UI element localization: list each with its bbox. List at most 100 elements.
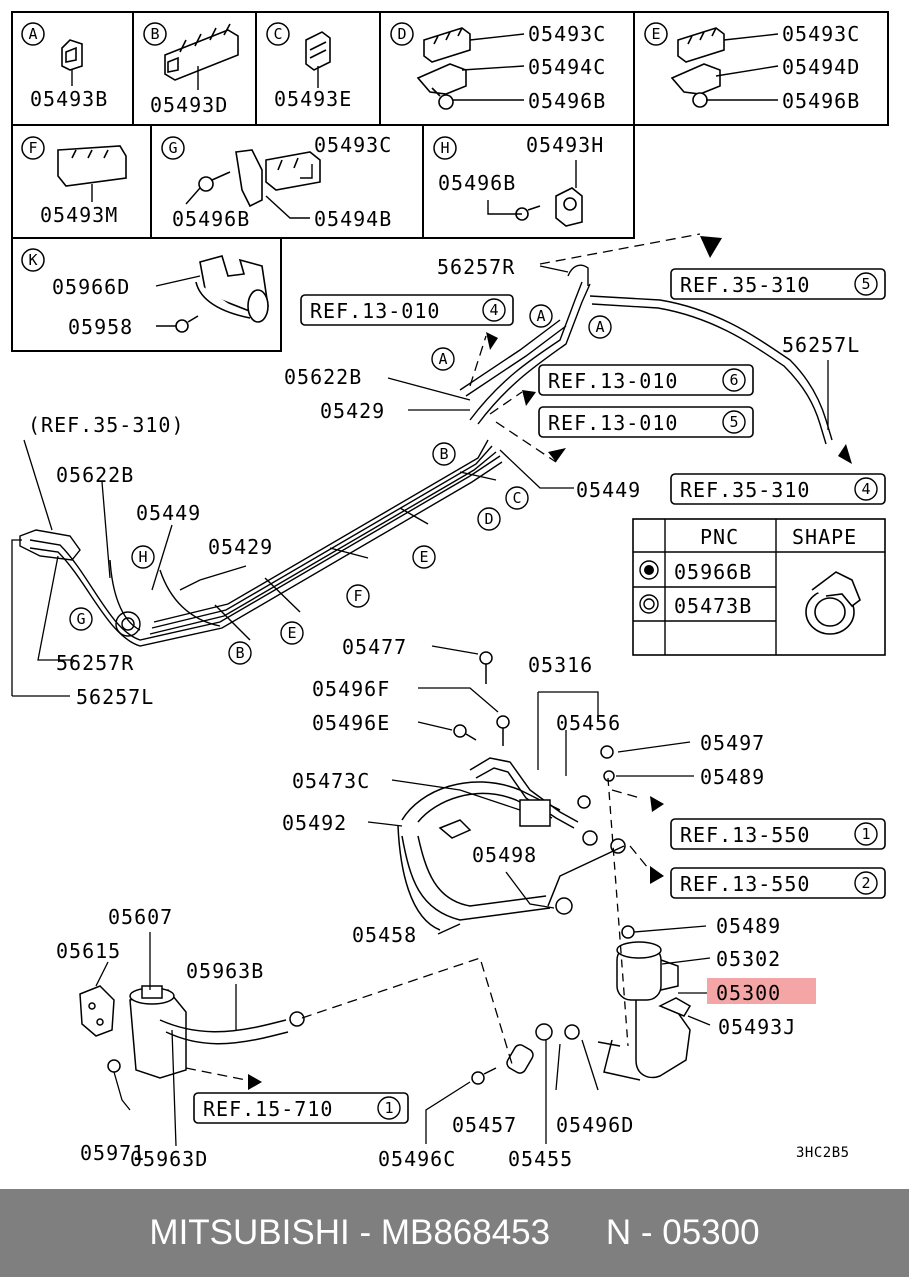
callout-d-part-2: 05494C [528, 55, 606, 79]
ref-13-010-4: REF.13-010 4 [300, 294, 514, 326]
callout-letters: A B C D E F G H K [21, 22, 668, 272]
label-05496C: 05496C [378, 1147, 456, 1171]
svg-text:D: D [484, 510, 493, 528]
ref-13-550-2: REF.13-550 2 [670, 867, 886, 899]
label-05492: 05492 [282, 811, 347, 835]
pnc-row-2: 05473B [674, 594, 752, 618]
svg-text:G: G [168, 139, 177, 157]
ref-35-310-4: REF.35-310 4 [670, 473, 886, 505]
pipe-marker-a-1: A [529, 304, 553, 328]
callout-h-letter: H [433, 136, 457, 160]
callout-g-letter: G [161, 136, 185, 160]
svg-text:K: K [28, 251, 37, 269]
label-56257L-left: 56257L [76, 685, 154, 709]
svg-text:REF.35-310: REF.35-310 [680, 273, 810, 297]
pipe-marker-h-1: H [131, 545, 155, 569]
footer-bar: MITSUBISHI - MB868453 N - 05300 [0, 1189, 909, 1277]
label-56257R-left: 56257R [56, 651, 134, 675]
svg-text:1: 1 [384, 1099, 393, 1117]
parts-diagram: A B C D E F G H K [11, 11, 889, 1171]
svg-text:E: E [287, 624, 296, 642]
svg-text:REF.13-550: REF.13-550 [680, 872, 810, 896]
label-05449-right: 05449 [576, 478, 641, 502]
ref-35-310-5: REF.35-310 5 [670, 268, 886, 300]
callout-a-letter: A [21, 22, 45, 46]
label-05496F: 05496F [312, 677, 390, 701]
svg-text:5: 5 [861, 275, 870, 293]
svg-text:D: D [397, 25, 406, 43]
label-05497: 05497 [700, 731, 765, 755]
callout-k-part-2: 05958 [68, 315, 133, 339]
svg-text:REF.35-310: REF.35-310 [680, 478, 810, 502]
callout-e-letter: E [644, 22, 668, 46]
label-05489-bottom: 05489 [716, 914, 781, 938]
pipe-letter-markers: A A A B B C D E E F G H [69, 304, 612, 665]
callout-c-letter: C [266, 22, 290, 46]
label-05493J: 05493J [718, 1015, 796, 1039]
svg-text:F: F [28, 139, 37, 157]
label-05496E: 05496E [312, 711, 390, 735]
pnc-header: PNC [700, 525, 739, 549]
pipe-marker-g-1: G [69, 607, 93, 631]
ref-35-310-paren: (REF.35-310) [28, 413, 185, 437]
callout-grid [11, 11, 889, 352]
label-05458: 05458 [352, 923, 417, 947]
pipe-marker-c-1: C [505, 486, 529, 510]
callout-labels: 05493B 05493D 05493E 05493C 05494C 05496… [30, 22, 860, 339]
callout-e-part-2: 05494D [782, 55, 860, 79]
label-05615: 05615 [56, 939, 121, 963]
label-05498: 05498 [472, 843, 537, 867]
svg-text:A: A [536, 307, 545, 325]
pipe-marker-d-1: D [477, 507, 501, 531]
callout-f-letter: F [21, 136, 45, 160]
svg-text:A: A [438, 350, 447, 368]
svg-text:4: 4 [489, 301, 498, 319]
label-05316: 05316 [528, 653, 593, 677]
callout-h-part-2: 05496B [438, 171, 516, 195]
callout-e-part-3: 05496B [782, 89, 860, 113]
svg-text:2: 2 [861, 874, 870, 892]
ring-symbol [639, 594, 659, 614]
callout-g-part-2: 05496B [172, 207, 250, 231]
ref-13-010-6: REF.13-010 6 [538, 364, 754, 396]
pipe-marker-b-2: B [228, 641, 252, 665]
pipe-marker-e-1: E [412, 545, 436, 569]
label-05456: 05456 [556, 711, 621, 735]
label-05473C: 05473C [292, 769, 370, 793]
svg-text:B: B [439, 445, 448, 463]
label-05963D: 05963D [130, 1147, 208, 1171]
pipe-marker-f-1: F [346, 584, 370, 608]
reference-boxes: REF.13-010 4 REF.35-310 5 REF.13-010 6 R… [28, 268, 886, 1124]
svg-text:1: 1 [861, 825, 870, 843]
callout-e-part-1: 05493C [782, 22, 860, 46]
pnc-shape-table: PNC SHAPE 05966B 05473B [632, 518, 886, 656]
diagram-code: 3HC2B5 [796, 1145, 850, 1161]
label-05449-left: 05449 [136, 501, 201, 525]
label-05963B: 05963B [186, 959, 264, 983]
svg-text:H: H [138, 548, 147, 566]
label-05477: 05477 [342, 635, 407, 659]
pnc-row-1: 05966B [674, 560, 752, 584]
label-05489-top: 05489 [700, 765, 765, 789]
lower-leaders [95, 645, 711, 1147]
callout-g-part-3: 05494B [314, 207, 392, 231]
callout-d-part-3: 05496B [528, 89, 606, 113]
callout-c-part: 05493E [274, 87, 352, 111]
svg-text:REF.13-010: REF.13-010 [548, 369, 678, 393]
callout-k-part-1: 05966D [52, 275, 130, 299]
svg-text:REF.13-010: REF.13-010 [310, 299, 440, 323]
footer-brand-part: MITSUBISHI - MB868453 [149, 1213, 551, 1252]
svg-text:5: 5 [729, 413, 738, 431]
footer-code: N - 05300 [605, 1213, 760, 1252]
filled-dot-symbol [639, 560, 659, 580]
callout-a-part: 05493B [30, 87, 108, 111]
svg-text:REF.13-010: REF.13-010 [548, 411, 678, 435]
pipe-marker-e-2: E [280, 621, 304, 645]
highlight-05300 [707, 978, 816, 1004]
label-05622B-left: 05622B [56, 463, 134, 487]
svg-text:F: F [353, 587, 362, 605]
svg-text:A: A [595, 318, 604, 336]
callout-k-letter: K [21, 248, 45, 272]
callout-h-part-1: 05493H [526, 133, 604, 157]
label-56257R-top: 56257R [437, 255, 515, 279]
